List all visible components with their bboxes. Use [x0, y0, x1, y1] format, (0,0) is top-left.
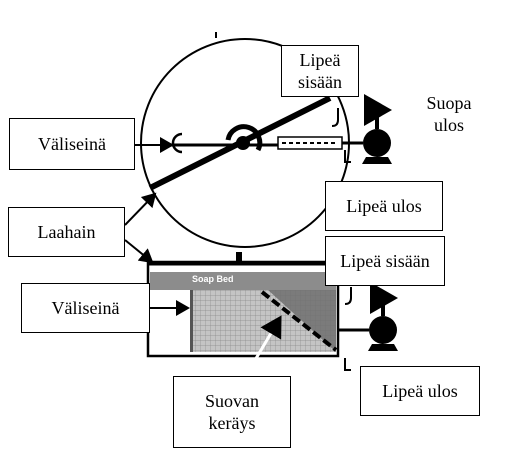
outlet-hook-top: [344, 150, 351, 163]
soap-bed-band: [150, 272, 336, 290]
label-lipea-sisaan-top: Lipeä sisään: [281, 45, 359, 97]
leader-suovan-keraus: [246, 315, 282, 373]
outlet-hook-bottom: [344, 358, 351, 371]
label-suopa-ulos: Suopa ulos: [426, 93, 472, 135]
pump-bottom-outlet: [370, 282, 398, 316]
baffle-side: [190, 290, 193, 352]
soap-bed-label: Soap Bed: [192, 274, 234, 284]
curl-arrow-icon: [171, 132, 183, 154]
label-valiseina-top: Väliseinä: [9, 118, 135, 170]
label-suovan-keraus: Suovan keräys: [173, 376, 291, 448]
pump-top-outlet: [364, 94, 392, 129]
leader-laahain-top: [124, 192, 157, 226]
label-valiseina-bottom: Väliseinä: [21, 283, 150, 333]
label-laahain: Laahain: [8, 207, 125, 257]
leader-laahain-bottom: [124, 239, 154, 264]
pump-bottom-base: [368, 344, 398, 351]
label-lipea-ulos-top: Lipeä ulos: [325, 181, 443, 231]
label-lipea-sisaan-bottom: Lipeä sisään: [325, 236, 445, 286]
pump-bottom-icon: [369, 316, 397, 344]
rotation-arrow-icon: [225, 124, 263, 152]
rake-arm-side: [260, 290, 338, 352]
drive-stub: [236, 252, 242, 264]
inlet-hook-top: [331, 108, 339, 127]
pump-top-base: [362, 157, 392, 164]
center-hub: [236, 136, 250, 150]
inlet-hook-bottom: [344, 287, 352, 305]
pump-top-icon: [363, 129, 391, 157]
label-lipea-ulos-bottom: Lipeä ulos: [360, 366, 480, 416]
